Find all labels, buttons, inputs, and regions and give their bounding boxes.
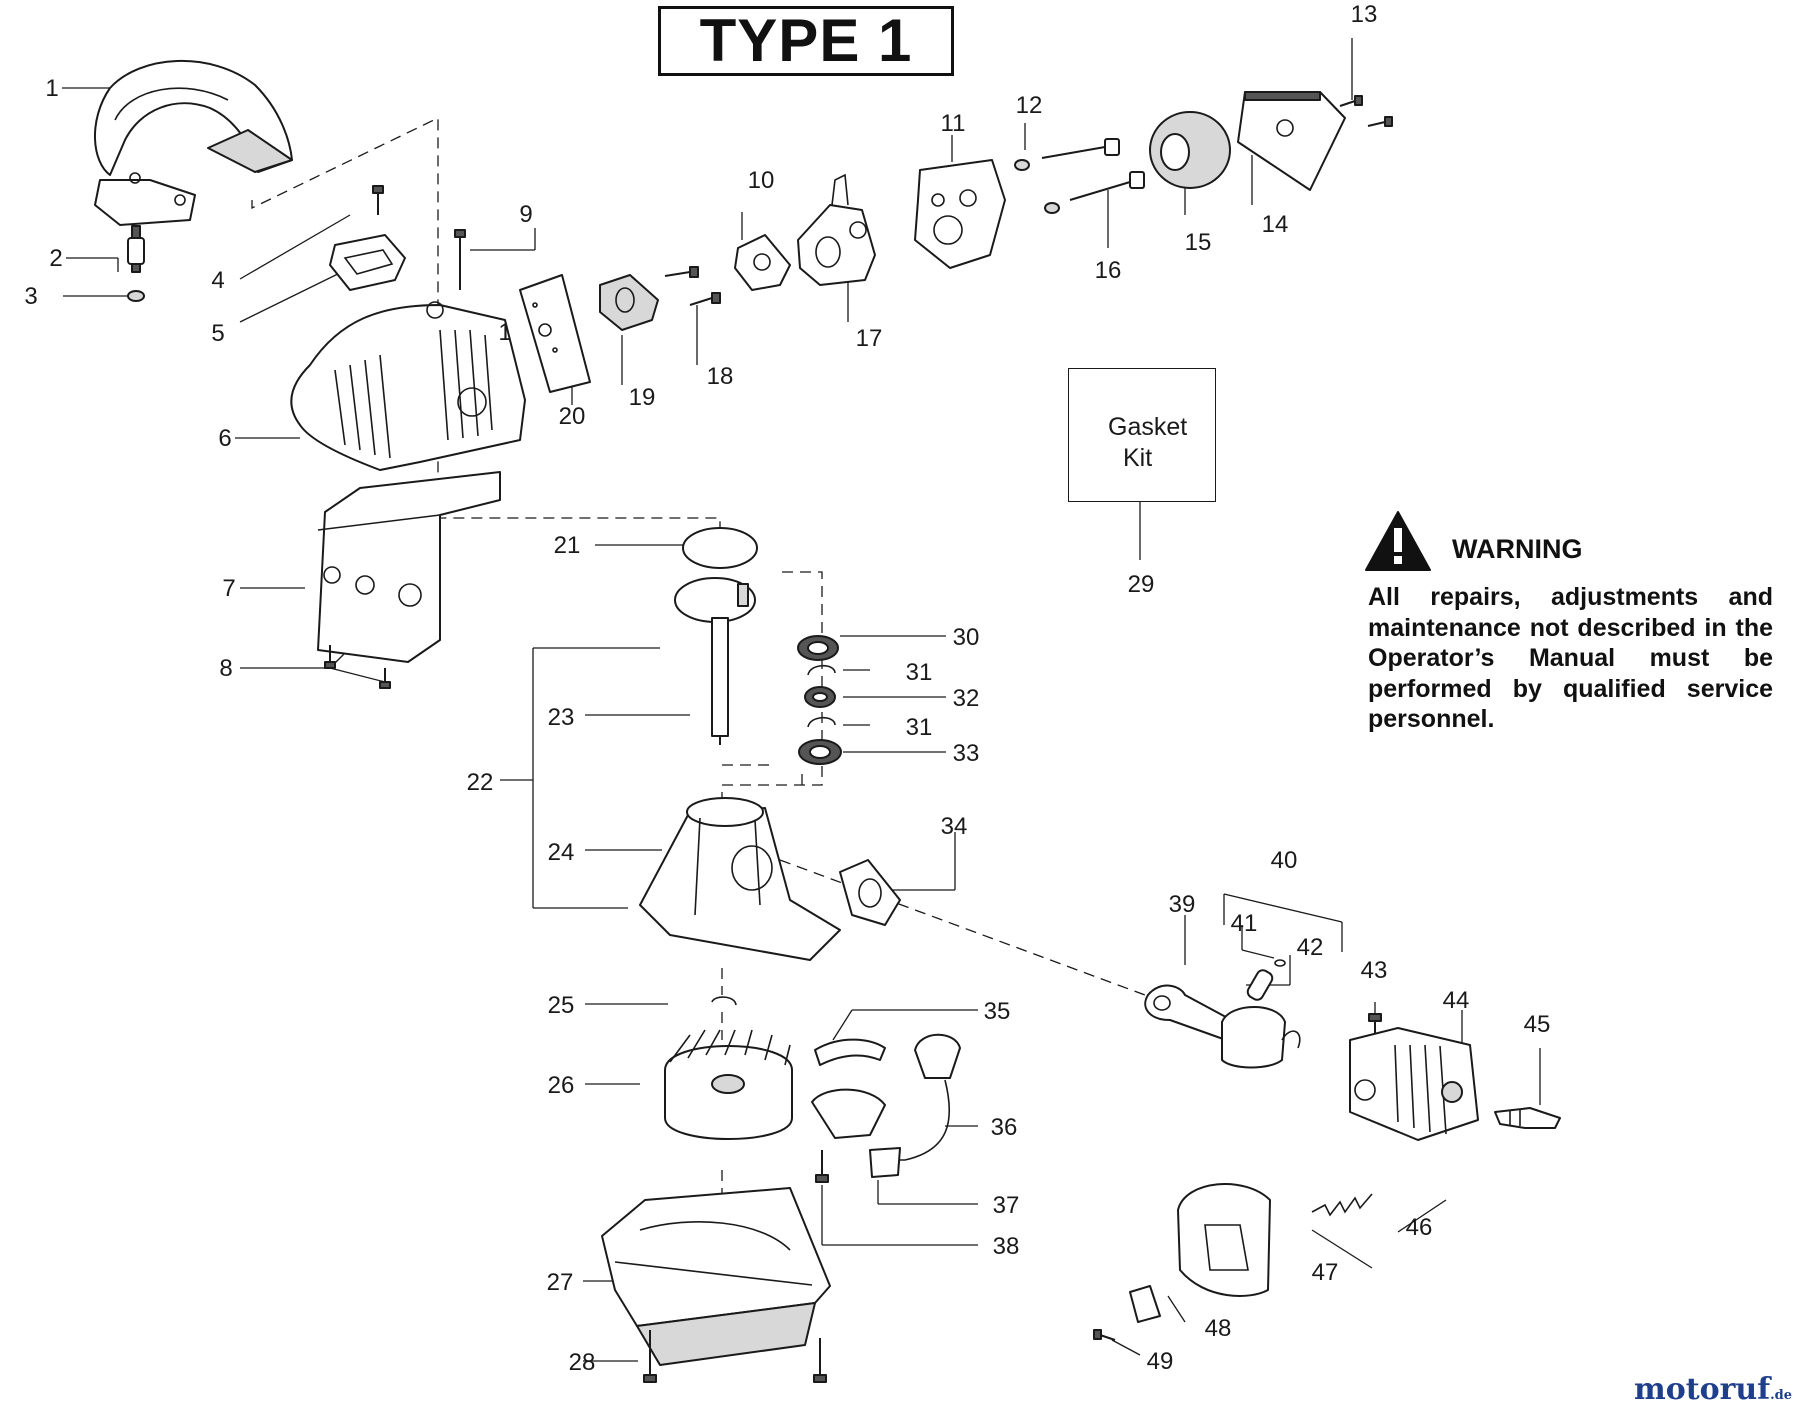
brand-name: motoruf — [1633, 1372, 1771, 1407]
callout-35: 35 — [984, 998, 1011, 1025]
callout-28: 28 — [569, 1349, 596, 1376]
callout-33: 33 — [953, 740, 980, 767]
callout-37: 37 — [993, 1192, 1020, 1219]
page-title: TYPE 1 — [699, 7, 913, 74]
brand-watermark: motoruf.de — [1634, 1372, 1792, 1407]
callout-6: 6 — [218, 425, 231, 452]
callout-45: 45 — [1524, 1011, 1551, 1038]
callout-48: 48 — [1205, 1315, 1232, 1342]
callout-shroud-1: 1 — [498, 319, 511, 346]
callout-labels: 1 2 3 4 5 6 7 8 9 10 11 12 13 14 15 16 1… — [24, 1, 1550, 1376]
callout-44: 44 — [1443, 987, 1470, 1014]
callout-46: 46 — [1406, 1214, 1433, 1241]
callout-42: 42 — [1297, 934, 1324, 961]
callout-23: 23 — [548, 704, 575, 731]
callout-26: 26 — [548, 1072, 575, 1099]
callout-36: 36 — [991, 1114, 1018, 1141]
callout-41: 41 — [1231, 910, 1258, 937]
callout-13: 13 — [1351, 1, 1378, 28]
callout-29: 29 — [1128, 571, 1155, 598]
callout-3: 3 — [24, 283, 37, 310]
gasket-kit-line2: Kit — [1123, 444, 1153, 472]
gasket-kit-label: Gasket Kit — [1108, 412, 1218, 474]
callout-21: 21 — [554, 532, 581, 559]
callout-24: 24 — [548, 839, 575, 866]
warning-header: WARNING — [1368, 512, 1773, 572]
gasket-kit-line1: Gasket — [1108, 413, 1188, 441]
callout-34: 34 — [941, 813, 968, 840]
callout-32: 32 — [953, 685, 980, 712]
callout-15: 15 — [1185, 229, 1212, 256]
callout-18: 18 — [707, 363, 734, 390]
callout-43: 43 — [1361, 957, 1388, 984]
warning-notice: WARNING All repairs, adjustments and mai… — [1368, 512, 1773, 735]
gasket-kit-box — [1068, 368, 1216, 502]
callout-25: 25 — [548, 992, 575, 1019]
callout-4: 4 — [211, 267, 224, 294]
callout-27: 27 — [547, 1269, 574, 1296]
callout-17: 17 — [856, 325, 883, 352]
callout-20: 20 — [559, 403, 586, 430]
type-title-box: TYPE 1 — [658, 6, 954, 76]
callout-30: 30 — [953, 624, 980, 651]
callout-38: 38 — [993, 1233, 1020, 1260]
callout-9: 9 — [519, 201, 532, 228]
callout-31b: 31 — [906, 714, 933, 741]
callout-16: 16 — [1095, 257, 1122, 284]
callout-22: 22 — [467, 769, 494, 796]
callout-11: 11 — [941, 110, 966, 137]
leader-lines — [62, 38, 1541, 1362]
parts — [93, 60, 1561, 1383]
callout-47: 47 — [1312, 1259, 1339, 1286]
callout-1: 1 — [45, 75, 58, 102]
callout-14: 14 — [1262, 211, 1289, 238]
warning-title: WARNING — [1452, 533, 1583, 564]
callout-8: 8 — [219, 655, 232, 682]
callout-49: 49 — [1147, 1348, 1174, 1375]
callout-39: 39 — [1169, 891, 1196, 918]
callout-19: 19 — [629, 384, 656, 411]
warning-icon-space — [1368, 512, 1434, 572]
brand-suffix: .de — [1770, 1388, 1792, 1403]
callout-2: 2 — [49, 245, 62, 272]
callout-5: 5 — [211, 320, 224, 347]
callout-40: 40 — [1271, 847, 1298, 874]
callout-7: 7 — [222, 575, 235, 602]
warning-triangle-icon — [1365, 511, 1431, 571]
callout-10: 10 — [748, 167, 775, 194]
warning-body: All repairs, adjustments and maintenance… — [1368, 583, 1773, 733]
callout-12: 12 — [1016, 92, 1043, 119]
callout-31: 31 — [906, 659, 933, 686]
